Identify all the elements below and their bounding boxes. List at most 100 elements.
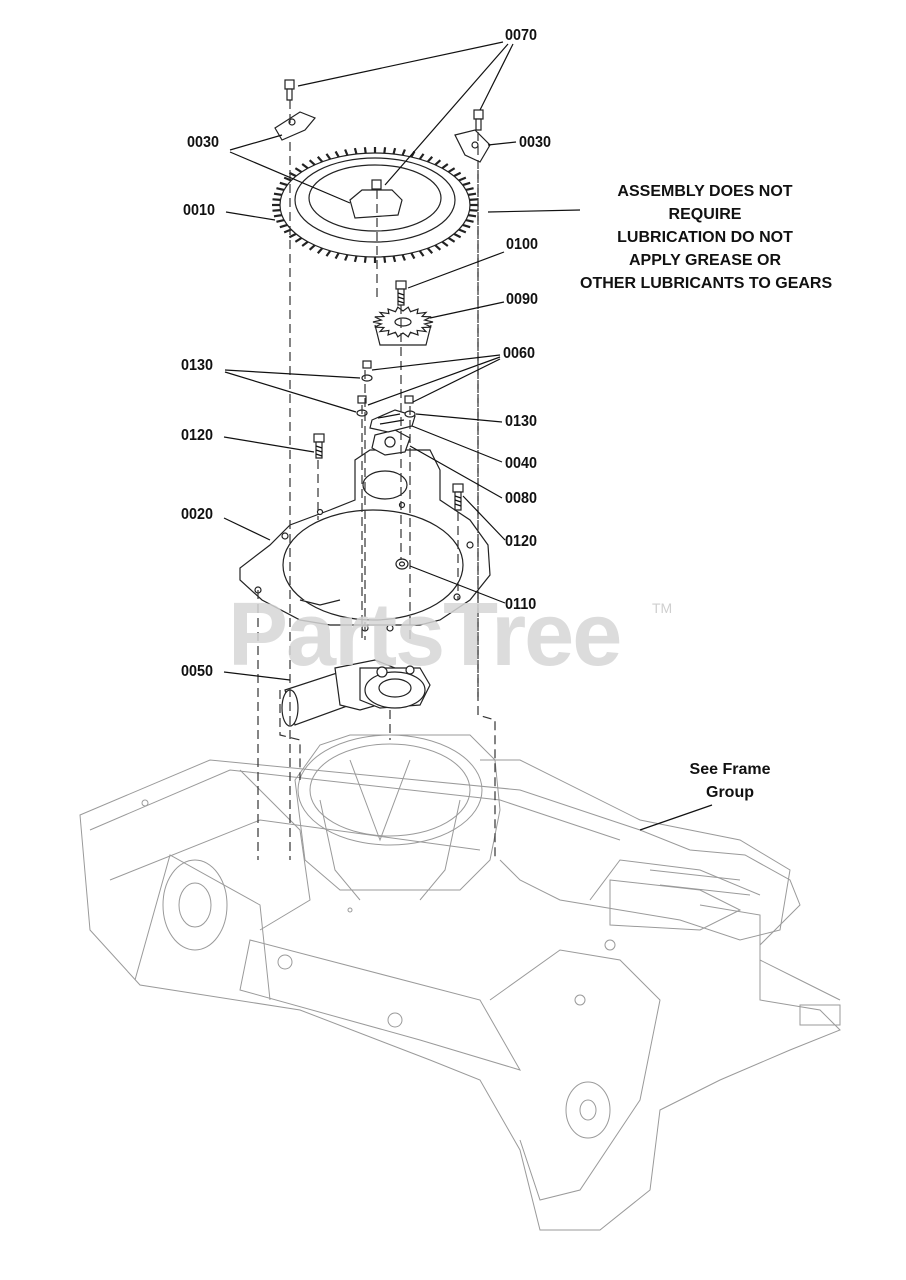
ring-gear-tooth — [316, 247, 324, 254]
ring-gear-tooth — [418, 250, 425, 257]
ring-gear-tooth — [294, 167, 303, 173]
ring-gear-tooth — [276, 187, 285, 191]
ring-gear-tooth — [294, 237, 303, 243]
callout-0020: 0020 — [181, 506, 214, 523]
callout-0030-right: 0030 — [519, 134, 552, 151]
ring-gear-tooth — [353, 255, 358, 263]
ring-gear-tooth — [283, 176, 292, 182]
ring-gear-tooth — [392, 147, 397, 155]
ring-gear-tooth — [273, 214, 282, 218]
callout-0010: 0010 — [183, 202, 216, 219]
part-0080-bracket — [371, 429, 411, 456]
ring-gear-tooth — [334, 252, 340, 260]
callout-0110: 0110 — [505, 596, 537, 613]
part-0010-ring-gear — [272, 147, 478, 263]
ring-gear-tooth — [273, 192, 282, 196]
ring-gear-tooth — [353, 147, 358, 155]
ring-gear-tooth — [462, 181, 471, 187]
ring-gear-tooth — [426, 247, 434, 254]
callout-0060: 0060 — [503, 345, 536, 362]
frame-group-note-line: See Frame — [689, 761, 771, 778]
part-0090-gear — [372, 306, 434, 346]
ring-gear-tooth — [453, 232, 462, 239]
ring-gear-tooth — [441, 240, 449, 247]
ring-gear-tooth — [279, 181, 288, 187]
ring-gear-tooth — [426, 156, 434, 163]
lubrication-note-line: OTHER LUBRICANTS TO GEARS — [580, 275, 833, 292]
ring-gear-tooth — [434, 244, 442, 251]
callout-0080: 0080 — [505, 490, 538, 507]
ring-gear-tooth — [465, 187, 474, 191]
ring-gear-tooth — [325, 153, 332, 160]
ring-gear-tooth — [468, 192, 477, 196]
ring-gear-tooth — [434, 159, 442, 166]
part-0100-bolt — [395, 280, 407, 306]
ring-gear-tooth — [272, 198, 281, 202]
ring-gear-tooth — [383, 256, 387, 263]
ring-gear-tooth — [453, 171, 462, 178]
callout-0130-left: 0130 — [181, 357, 214, 374]
ring-gear-tooth — [441, 163, 449, 170]
ring-gear-tooth — [465, 219, 474, 223]
lubrication-note-line: ASSEMBLY DOES NOT — [617, 183, 793, 200]
ring-gear-tooth — [272, 208, 281, 212]
part-0020-plate — [239, 449, 491, 632]
callout-0100: 0100 — [506, 236, 539, 253]
ring-gear-tooth — [325, 250, 332, 257]
chute-base — [294, 734, 501, 901]
ring-gear-tooth — [344, 254, 349, 261]
watermark-trademark: TM — [652, 600, 673, 616]
ring-gear-tooth — [401, 254, 406, 261]
leader-lines — [223, 41, 713, 831]
part-0120-bolt-right — [452, 483, 464, 511]
callout-0070: 0070 — [505, 27, 538, 44]
ring-gear-tooth — [383, 147, 387, 154]
ring-gear-tooth — [447, 167, 456, 173]
ring-gear-tooth — [363, 147, 367, 154]
part-0070-screws — [284, 79, 484, 190]
ring-gear-tooth — [316, 156, 324, 163]
ring-gear-tooth — [301, 163, 309, 170]
callout-0120-left: 0120 — [181, 427, 214, 444]
ring-gear-tooth — [418, 153, 425, 160]
part-0120-bolt-left — [313, 433, 325, 459]
ring-gear-tooth — [469, 208, 478, 212]
callout-0050: 0050 — [181, 663, 214, 680]
ring-gear-tooth — [276, 219, 285, 223]
ring-gear-tooth — [392, 255, 397, 263]
callout-0090: 0090 — [506, 291, 539, 308]
lubrication-note-line: APPLY GREASE OR — [628, 252, 782, 269]
callout-0120-right: 0120 — [505, 533, 538, 550]
lubrication-note: ASSEMBLY DOES NOT REQUIRE LUBRICATION DO… — [580, 180, 833, 295]
ring-gear-tooth — [334, 150, 340, 158]
lubrication-note-line: LUBRICATION DO NOT — [617, 229, 793, 246]
callout-0040: 0040 — [505, 455, 538, 472]
ring-gear-tooth — [363, 256, 367, 263]
part-0060-screws — [357, 360, 414, 404]
part-0110-nut — [395, 558, 409, 570]
ring-gear-tooth — [279, 223, 288, 229]
gear-hub — [394, 317, 412, 327]
ring-gear-tooth — [308, 159, 316, 166]
watermark-brand: PartsTree — [228, 585, 622, 685]
ring-gear-tooth — [462, 223, 471, 229]
callout-0030-left: 0030 — [187, 134, 220, 151]
callout-0130-right: 0130 — [505, 413, 538, 430]
frame-group-note-line: Group — [706, 784, 754, 801]
part-0030-clip-right — [454, 129, 491, 163]
ring-gear-tooth — [468, 214, 477, 218]
ring-gear-tooth — [308, 244, 316, 251]
frame-housing — [79, 759, 841, 1231]
ring-gear-tooth — [447, 237, 456, 243]
ring-gear-tooth — [344, 149, 349, 156]
ring-gear-tooth — [469, 198, 478, 202]
ring-gear-tooth — [458, 228, 467, 234]
ring-gear-tooth — [301, 240, 309, 247]
ring-gear-tooth — [288, 232, 297, 239]
ring-gear-tooth — [458, 176, 467, 182]
ring-gear-tooth — [401, 149, 406, 156]
frame-group-note: See Frame Group — [680, 758, 780, 804]
ring-gear-tooth — [410, 252, 416, 260]
